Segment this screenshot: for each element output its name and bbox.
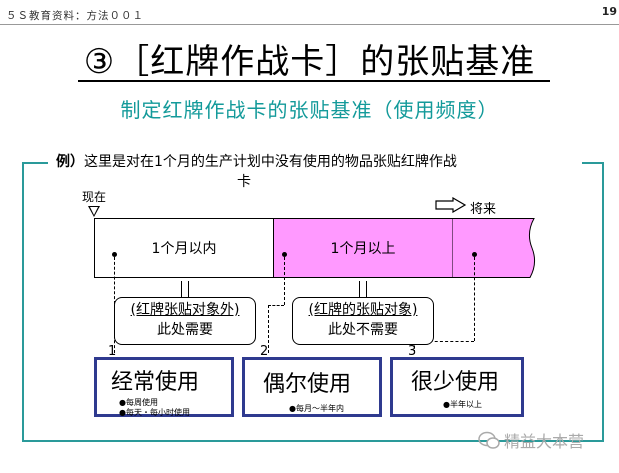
watermark-text: 精益大本营 [504, 432, 585, 451]
example-frame [22, 162, 604, 442]
callout-neck-2 [359, 281, 367, 298]
usage-3-note-1: ●半年以上 [443, 400, 482, 409]
example-label: 例） [56, 154, 84, 170]
segment-within-month: 1个月以内 [94, 218, 274, 278]
connector-line-2b [268, 305, 284, 306]
usage-number-3: 3 [408, 344, 417, 359]
page-title: ③［红牌作战卡］的张贴基准 [83, 42, 536, 82]
connector-line-3c [414, 341, 415, 353]
page-subtitle: 制定红牌作战卡的张贴基准（使用频度） [120, 98, 499, 122]
usage-box-rare: 很少使用 ●半年以上 [390, 357, 524, 417]
callout-not-target: (红牌张贴对象外) 此处需要 [114, 297, 256, 345]
connector-dot-3 [472, 252, 477, 257]
segment-future-tail [452, 218, 536, 278]
usage-2-title: 偶尔使用 [263, 372, 352, 397]
usage-number-1: 1 [108, 344, 117, 359]
connector-line-3b [414, 341, 474, 342]
usage-1-note-2: ●每天・每小时使用 [119, 408, 190, 417]
title-underline [78, 80, 550, 82]
usage-1-note-1: ●每周使用 [119, 398, 158, 407]
connector-line-2a [284, 257, 285, 305]
frame-top-right [582, 162, 604, 164]
callout-neck-1 [181, 281, 189, 298]
usage-2-note-1: ●每月～半年内 [289, 404, 344, 413]
now-label: 现在 [82, 190, 107, 204]
usage-box-frequent: 经常使用 ●每周使用 ●每天・每小时使用 [94, 357, 234, 417]
example-line1: 这里是对在1个月的生产计划中没有使用的物品张贴红牌作战 [84, 154, 457, 170]
header-divider [0, 24, 619, 25]
connector-dot-2 [282, 252, 287, 257]
usage-number-2: 2 [260, 344, 269, 359]
wechat-icon [478, 431, 500, 449]
usage-box-occasional: 偶尔使用 ●每月～半年内 [242, 357, 382, 417]
watermark: 精益大本营 [478, 428, 584, 452]
connector-dot-1 [112, 252, 117, 257]
page-number: 19 [601, 5, 617, 18]
now-marker-inner [90, 207, 98, 215]
usage-3-title: 很少使用 [411, 370, 500, 395]
segment-over-month: 1个月以上 [273, 218, 453, 278]
callout-target: (红牌的张贴对象) 此处不需要 [292, 297, 434, 345]
example-text: 例）这里是对在1个月的生产计划中没有使用的物品张贴红牌作战 卡 [56, 152, 582, 192]
frame-top-left [22, 162, 48, 164]
callout-2-head: (红牌的张贴对象) [308, 302, 418, 318]
callout-1-head: (红牌张贴对象外) [130, 302, 240, 318]
segment-within-label: 1个月以内 [151, 241, 217, 257]
right-arrow-icon [435, 197, 467, 213]
connector-line-3a [474, 257, 475, 341]
connector-line-2c [268, 305, 269, 353]
callout-1-body: 此处需要 [157, 322, 213, 338]
segment-over-label: 1个月以上 [330, 241, 396, 257]
example-line2: 卡 [237, 174, 251, 190]
usage-1-title: 经常使用 [111, 370, 200, 395]
callout-2-body: 此处不需要 [328, 322, 398, 338]
future-label: 将来 [470, 202, 497, 217]
header-label: ５Ｓ教育资料：方法００１ [6, 10, 144, 22]
